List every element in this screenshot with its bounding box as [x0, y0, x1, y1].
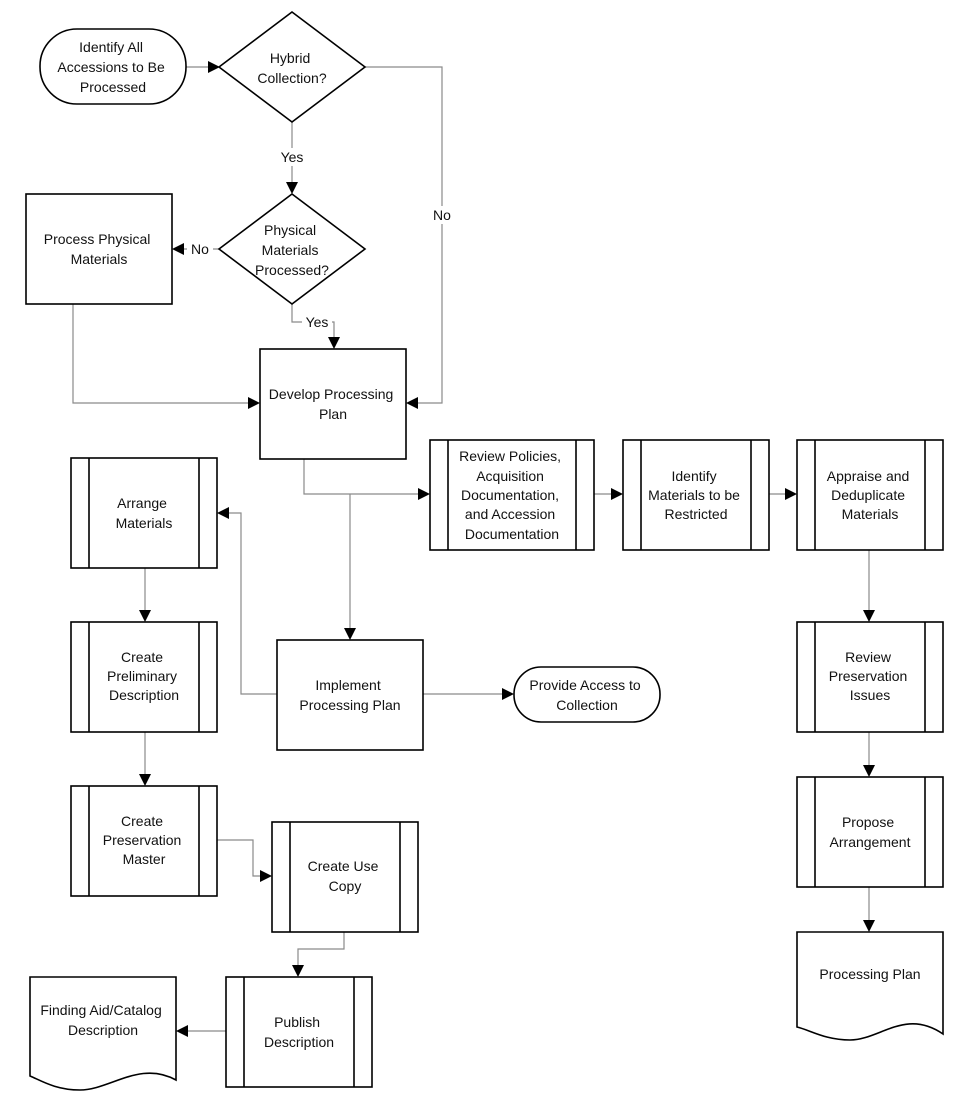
arrow-review-to-restricted — [611, 488, 623, 500]
node-implement-plan-label: Implement Processing Plan — [299, 677, 400, 713]
node-finding-aid-label: Finding Aid/Catalog Description — [40, 1002, 165, 1038]
node-implement-plan: Implement Processing Plan — [276, 639, 424, 751]
node-process-physical-label: Process Physical Materials — [44, 231, 154, 267]
arrow-use-copy-to-publish — [292, 965, 304, 977]
decision-physical-processed-label: Physical Materials Processed? — [255, 222, 329, 278]
node-provide-access: Provide Access to Collection — [513, 666, 661, 723]
node-review-preservation: Review Preservation Issues — [796, 621, 944, 733]
node-publish-description-label: Publish Description — [264, 1014, 334, 1050]
arrow-physical-no — [172, 243, 184, 255]
node-finding-aid: Finding Aid/Catalog Description — [29, 976, 177, 1091]
node-process-physical: Process Physical Materials — [25, 193, 173, 305]
edge-labels: Yes No No Yes — [187, 148, 454, 331]
edge-master-to-use-copy — [216, 839, 261, 877]
node-use-copy: Create Use Copy — [271, 821, 419, 933]
node-identify-restricted-label: Identify Materials to be Restricted — [648, 468, 744, 522]
arrow-implement-to-access — [502, 688, 514, 700]
decision-hybrid-collection: Hybrid Collection? — [217, 10, 367, 124]
arrow-restricted-to-appraise — [785, 488, 797, 500]
arrow-hybrid-yes — [286, 182, 298, 194]
edge-label-physical-no: No — [191, 241, 209, 257]
node-review-policies: Review Policies, Acquisition Documentati… — [429, 439, 595, 551]
arrow-master-to-use-copy — [260, 870, 272, 882]
decision-physical-processed: Physical Materials Processed? — [217, 192, 367, 306]
node-use-copy-label: Create Use Copy — [308, 858, 383, 894]
node-propose-arrangement-label: Propose Arrangement — [830, 814, 911, 850]
node-identify-accessions-label: Identify All Accessions to Be Processed — [57, 39, 168, 95]
node-review-policies-label: Review Policies, Acquisition Documentati… — [459, 448, 565, 542]
node-develop-plan: Develop Processing Plan — [259, 348, 407, 460]
edge-hybrid-no — [365, 66, 443, 404]
arrow-appraise-to-preservation — [863, 610, 875, 622]
arrow-preliminary-to-master — [139, 774, 151, 786]
arrow-implement-to-arrange — [217, 507, 229, 519]
node-arrange: Arrange Materials — [70, 457, 218, 569]
node-appraise-label: Appraise and Deduplicate Materials — [827, 468, 913, 522]
node-preliminary-description: Create Preliminary Description — [70, 621, 218, 733]
edge-label-hybrid-no: No — [433, 207, 451, 223]
edge-process-physical-to-plan — [72, 304, 249, 404]
decision-hybrid-collection-label: Hybrid Collection? — [257, 50, 326, 86]
node-identify-accessions: Identify All Accessions to Be Processed — [39, 28, 187, 105]
node-preservation-master-label: Create Preservation Master — [103, 813, 185, 867]
node-develop-plan-label: Develop Processing Plan — [269, 386, 397, 422]
arrow-preservation-to-propose — [863, 765, 875, 777]
arrow-process-physical-to-plan — [248, 397, 260, 409]
arrow-hybrid-no — [406, 397, 418, 409]
edge-implement-to-arrange — [228, 512, 277, 695]
arrow-propose-to-plan-doc — [863, 920, 875, 932]
node-review-preservation-label: Review Preservation Issues — [829, 649, 911, 703]
edge-label-hybrid-yes: Yes — [281, 149, 304, 165]
node-preliminary-description-label: Create Preliminary Description — [107, 649, 181, 703]
node-propose-arrangement: Propose Arrangement — [796, 776, 944, 888]
node-processing-plan-document-label: Processing Plan — [819, 966, 920, 982]
edge-plan-to-review — [303, 459, 419, 495]
node-processing-plan-document: Processing Plan — [796, 931, 944, 1041]
edge-label-physical-yes: Yes — [306, 314, 329, 330]
node-provide-access-label: Provide Access to Collection — [529, 677, 644, 713]
node-identify-restricted: Identify Materials to be Restricted — [622, 439, 770, 551]
arrow-plan-to-implement — [344, 628, 356, 640]
node-arrange-label: Arrange Materials — [116, 495, 173, 531]
edge-use-copy-to-publish — [297, 931, 345, 966]
arrow-publish-to-finding-aid — [176, 1025, 188, 1037]
connectors — [72, 61, 875, 1037]
node-publish-description: Publish Description — [225, 976, 373, 1088]
arrow-arrange-to-preliminary — [139, 610, 151, 622]
node-preservation-master: Create Preservation Master — [70, 785, 218, 897]
arrow-start-to-hybrid — [208, 61, 220, 73]
arrow-physical-yes — [328, 337, 340, 349]
node-appraise: Appraise and Deduplicate Materials — [796, 439, 944, 551]
arrow-plan-to-review — [418, 488, 430, 500]
